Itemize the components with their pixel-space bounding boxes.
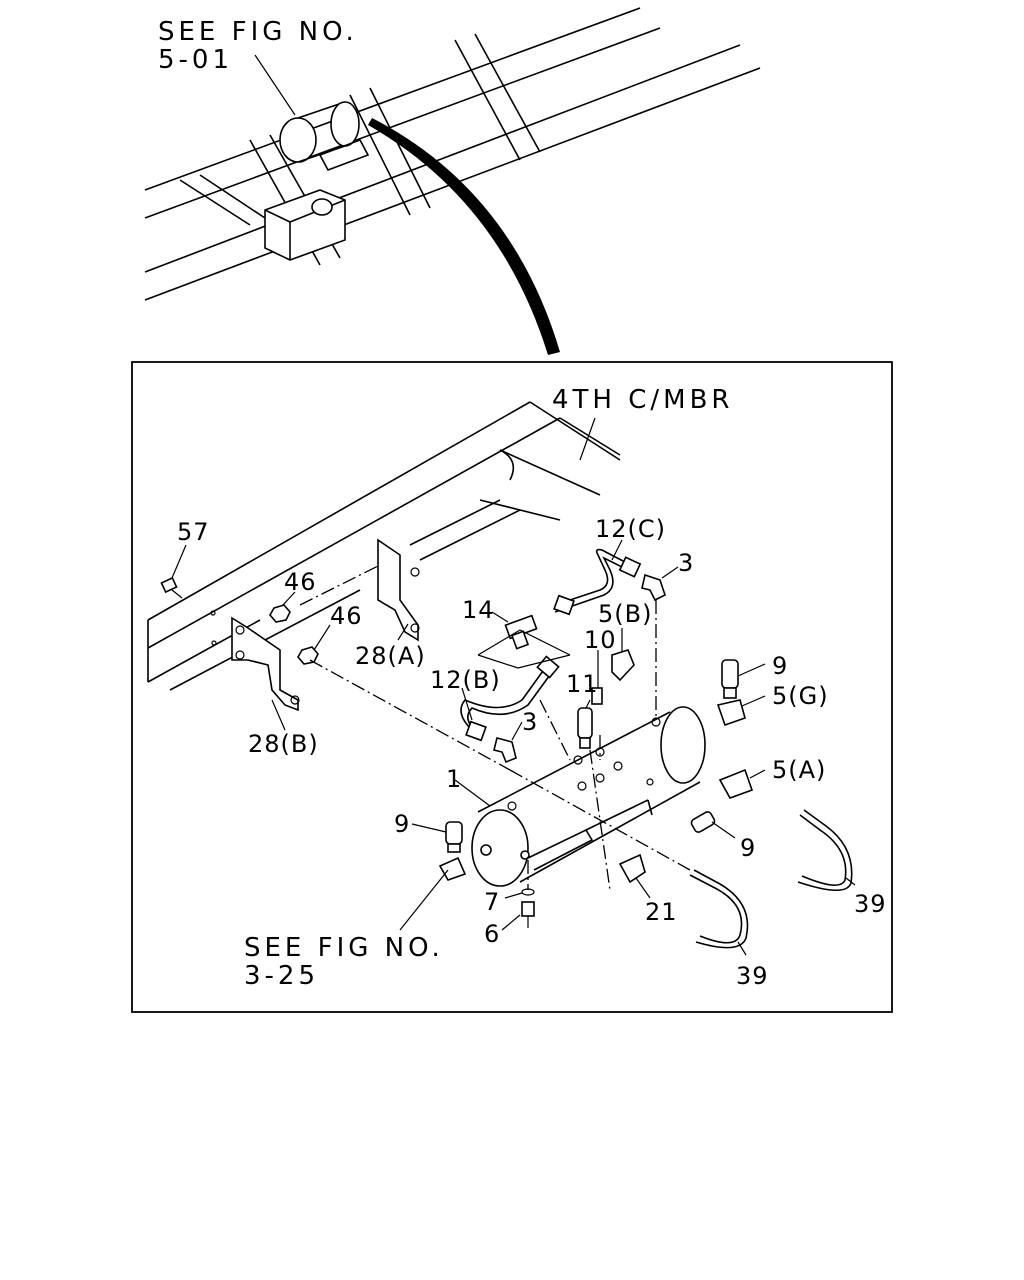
nut-46a	[269, 604, 291, 623]
pipe-12c	[553, 548, 642, 616]
fitting-5g	[716, 699, 746, 727]
drain-valve-9-left	[445, 821, 463, 853]
fitting-left-end	[438, 856, 467, 881]
pipe-12b	[460, 655, 560, 742]
fitting-11	[577, 707, 593, 749]
clamp-21	[618, 853, 646, 884]
callout-12c: 12(C)	[595, 515, 666, 543]
callout-9-right: 9	[740, 834, 756, 862]
callout-3-mid: 3	[522, 708, 538, 736]
drain-valve-9-top	[721, 659, 739, 699]
callout-1: 1	[446, 765, 462, 793]
u-bolt-39-bottom	[689, 869, 749, 949]
elbow-3-mid	[493, 737, 517, 764]
tee-fitting-14	[477, 614, 571, 669]
callout-5a: 5(A)	[772, 756, 826, 784]
detail-frame	[131, 361, 893, 1013]
fitting-5a	[718, 768, 754, 799]
overview-illustration	[144, 7, 761, 355]
callout-28a: 28(A)	[355, 642, 426, 670]
callout-6: 6	[484, 920, 500, 948]
drain-plug-6	[521, 860, 535, 928]
drain-valve-9-right	[690, 811, 716, 833]
callout-46-a: 46	[284, 568, 317, 596]
bottom-reference-line2: 3-25	[244, 961, 319, 991]
valve-5b	[611, 649, 635, 682]
top-reference-line1: SEE FIG NO.	[158, 17, 358, 47]
callout-9-top: 9	[772, 652, 788, 680]
fitting-10	[591, 687, 603, 705]
bottom-reference-line1: SEE FIG NO.	[244, 933, 444, 963]
callout-14: 14	[462, 596, 495, 624]
member-label: 4TH C/MBR	[552, 385, 734, 415]
elbow-3-top	[641, 573, 666, 602]
callout-3-top: 3	[678, 549, 694, 577]
callout-10: 10	[584, 626, 617, 654]
callout-28b: 28(B)	[248, 730, 319, 758]
callout-39-bottom: 39	[736, 962, 769, 990]
top-reference-line2: 5-01	[158, 45, 233, 75]
air-tank-1	[471, 706, 706, 887]
callout-21: 21	[645, 898, 678, 926]
u-bolt-39-right	[797, 809, 853, 892]
callout-11: 11	[566, 670, 599, 698]
callout-5b: 5(B)	[598, 600, 652, 628]
bracket-28a	[377, 538, 420, 642]
callout-5g: 5(G)	[772, 682, 829, 710]
callout-7: 7	[484, 888, 500, 916]
frame-rail	[147, 401, 621, 691]
callout-39-right: 39	[854, 890, 887, 918]
callout-12b: 12(B)	[430, 666, 501, 694]
bracket-28b	[231, 616, 300, 712]
bolt-57	[160, 576, 183, 599]
callout-9-left: 9	[394, 810, 410, 838]
leader-lines	[171, 539, 856, 956]
callout-46-b: 46	[330, 602, 363, 630]
callout-57: 57	[177, 518, 210, 546]
